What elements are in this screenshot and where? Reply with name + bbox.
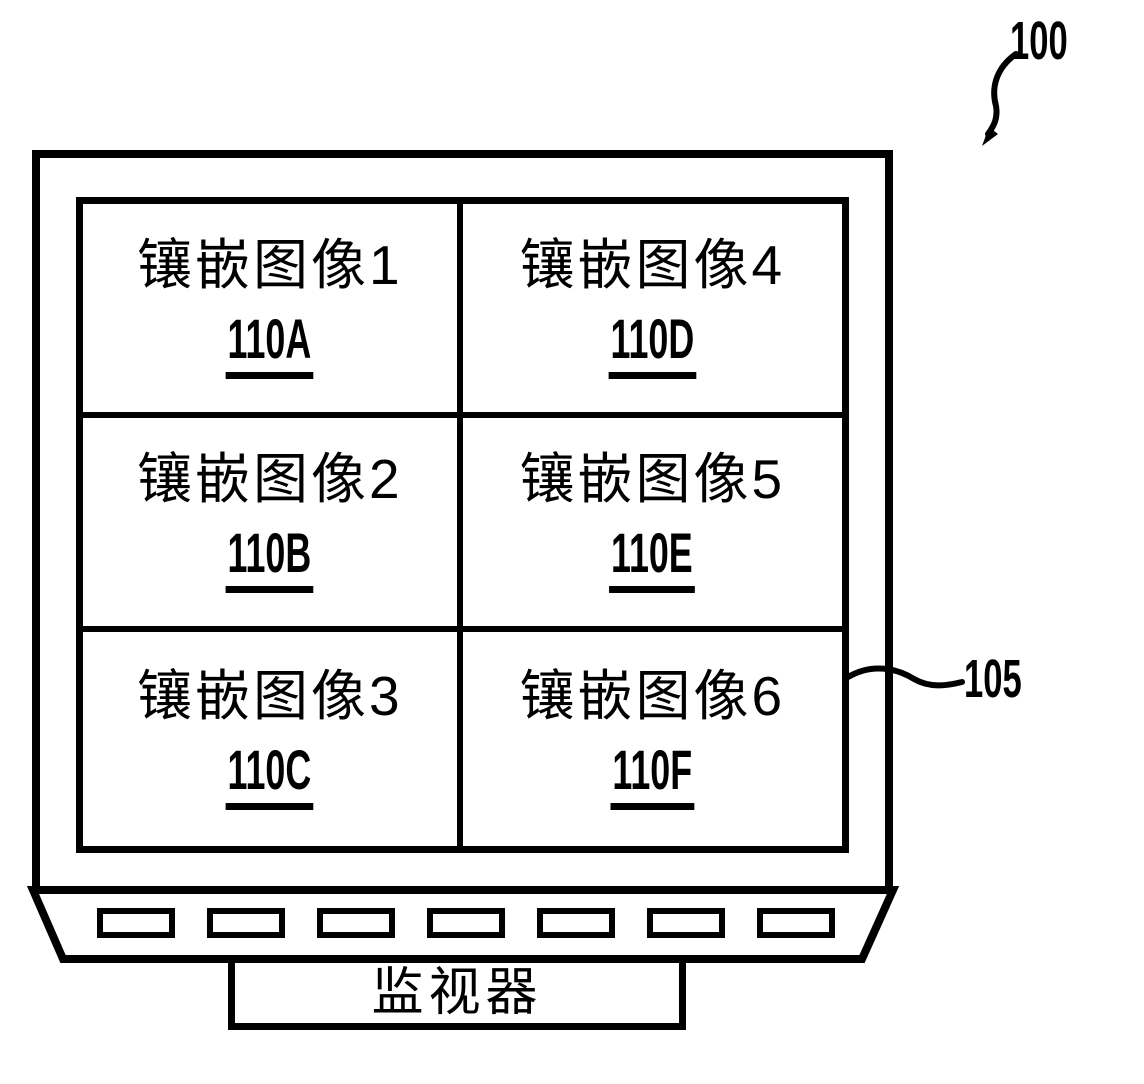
mosaic-cell-ref: 110F [610, 741, 695, 810]
mosaic-cell-2: 镶嵌图像2 110B [83, 418, 463, 632]
monitor-button [647, 908, 725, 938]
mosaic-cell-3: 镶嵌图像3 110C [83, 632, 463, 846]
monitor-button [427, 908, 505, 938]
mosaic-cell-ref: 110C [225, 741, 314, 810]
monitor-stand: 监视器 [228, 956, 686, 1030]
mosaic-cell-1: 镶嵌图像1 110A [83, 204, 463, 418]
mosaic-cell-title: 镶嵌图像5 [519, 448, 786, 511]
mosaic-cell-title: 镶嵌图像4 [519, 234, 786, 297]
mosaic-cell-title: 镶嵌图像1 [136, 234, 403, 297]
figure-ref-100: 100 [1010, 11, 1068, 71]
mosaic-cell-title: 镶嵌图像3 [136, 665, 403, 728]
mosaic-cell-5: 镶嵌图像5 110E [462, 418, 842, 632]
mosaic-cell-ref: 110A [225, 310, 314, 379]
mosaic-cell-ref: 110E [609, 524, 696, 593]
monitor-button [757, 908, 835, 938]
mosaic-cell-title: 镶嵌图像2 [136, 448, 403, 511]
mosaic-cell-title: 镶嵌图像6 [519, 665, 786, 728]
monitor-button [317, 908, 395, 938]
figure-ref-105: 105 [964, 649, 1022, 709]
mosaic-cell-ref: 110B [225, 524, 314, 593]
mosaic-cell-6: 镶嵌图像6 110F [463, 632, 843, 846]
monitor-button [537, 908, 615, 938]
monitor-button [97, 908, 175, 938]
mosaic-cell-ref: 110D [608, 310, 697, 379]
monitor-button [207, 908, 285, 938]
monitor-stand-label: 监视器 [371, 964, 543, 1022]
monitor-screen: 镶嵌图像1 110A 镶嵌图像4 110D 镶嵌图像2 110B 镶嵌图像5 1… [76, 197, 849, 853]
mosaic-cell-4: 镶嵌图像4 110D [462, 204, 842, 418]
